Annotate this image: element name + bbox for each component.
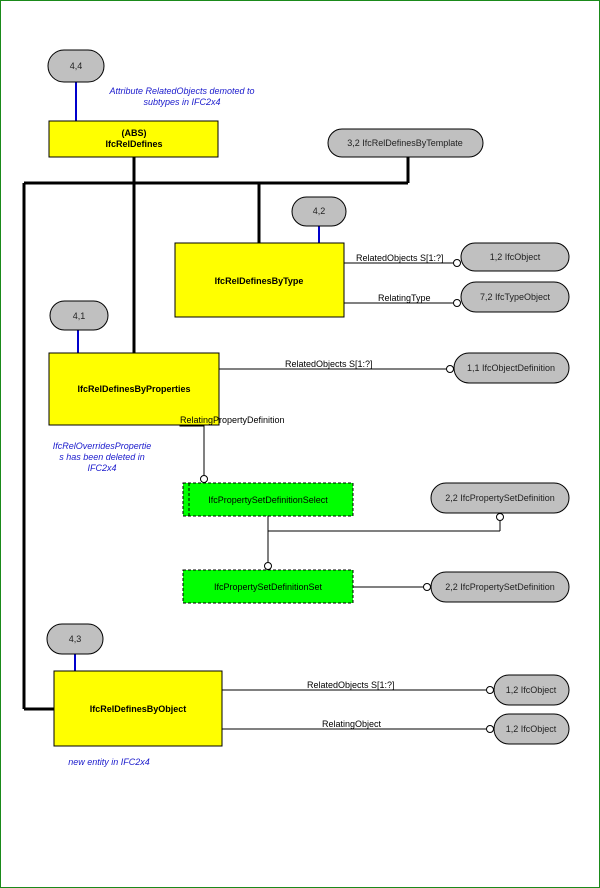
- entity-rel-defines-abs: (ABS): [122, 128, 147, 138]
- note-overrides-line1: IfcRelOverridesPropertie: [53, 441, 152, 451]
- attr-obj-relating: RelatingObject: [322, 719, 382, 729]
- attr-props-related: RelatedObjects S[1:?]: [285, 359, 373, 369]
- entity-rel-defines[interactable]: (ABS) IfcRelDefines: [48, 120, 219, 158]
- entity-rel-defines-name: IfcRelDefines: [105, 139, 162, 149]
- entity-select-name: IfcPropertySetDefinitionSelect: [208, 495, 328, 505]
- attr-obj-related: RelatedObjects S[1:?]: [307, 680, 395, 690]
- page-ref-by-object[interactable]: 4,3: [46, 623, 104, 655]
- rel-type-related-objects: RelatedObjects S[1:?]: [344, 253, 461, 267]
- note-new-entity: new entity in IFC2x4: [68, 757, 150, 767]
- inheritance-lines: [22, 157, 410, 711]
- entity-by-type[interactable]: IfcRelDefinesByType: [174, 242, 345, 318]
- ref-type-related[interactable]: 1,2 IfcObject: [460, 242, 570, 272]
- select-branch-lines: [264, 513, 504, 570]
- ref-by-template-label: 3,2 IfcRelDefinesByTemplate: [347, 138, 463, 148]
- ref-type-related-label: 1,2 IfcObject: [490, 252, 541, 262]
- ref-select-target[interactable]: 2,2 IfcPropertySetDefinition: [430, 482, 570, 514]
- ref-set-target[interactable]: 2,2 IfcPropertySetDefinition: [430, 571, 570, 603]
- entity-set-name: IfcPropertySetDefinitionSet: [214, 582, 323, 592]
- ref-obj-relating-label: 1,2 IfcObject: [506, 724, 557, 734]
- ref-obj-related[interactable]: 1,2 IfcObject: [493, 674, 570, 706]
- entity-by-properties[interactable]: IfcRelDefinesByProperties: [48, 352, 220, 426]
- page-ref-by-properties[interactable]: 4,1: [49, 300, 109, 331]
- rel-obj-relating-object: RelatingObject: [222, 719, 494, 733]
- page-ref-top-label: 4,4: [70, 61, 83, 71]
- entity-by-properties-name: IfcRelDefinesByProperties: [77, 384, 190, 394]
- ref-type-relating[interactable]: 7,2 IfcTypeObject: [460, 281, 570, 313]
- entity-by-object-name: IfcRelDefinesByObject: [90, 704, 187, 714]
- page-ref-by-type-label: 4,2: [313, 206, 326, 216]
- rel-type-relating-type: RelatingType: [344, 293, 461, 307]
- page-ref-connectors: [74, 82, 320, 671]
- note-demoted-line2: subtypes in IFC2x4: [143, 97, 220, 107]
- ref-by-template[interactable]: 3,2 IfcRelDefinesByTemplate: [327, 128, 484, 158]
- ref-obj-related-label: 1,2 IfcObject: [506, 685, 557, 695]
- page-ref-by-type[interactable]: 4,2: [291, 196, 347, 227]
- note-overrides-line3: IFC2x4: [87, 463, 116, 473]
- ref-props-related[interactable]: 1,1 IfcObjectDefinition: [453, 352, 570, 384]
- note-demoted-line1: Attribute RelatedObjects demoted to: [108, 86, 254, 96]
- page-ref-by-properties-label: 4,1: [73, 311, 86, 321]
- ref-obj-relating[interactable]: 1,2 IfcObject: [493, 713, 570, 745]
- attr-props-relating: RelatingPropertyDefinition: [180, 415, 285, 425]
- entity-set[interactable]: IfcPropertySetDefinitionSet: [182, 569, 354, 604]
- entity-by-type-name: IfcRelDefinesByType: [215, 276, 304, 286]
- rel-props-related-objects: RelatedObjects S[1:?]: [219, 359, 454, 373]
- ref-props-related-label: 1,1 IfcObjectDefinition: [467, 363, 555, 373]
- ref-type-relating-label: 7,2 IfcTypeObject: [480, 292, 551, 302]
- note-overrides-line2: s has been deleted in: [59, 452, 145, 462]
- rel-set-target: [353, 583, 431, 591]
- page-ref-top[interactable]: 4,4: [47, 49, 105, 83]
- rel-obj-related-objects: RelatedObjects S[1:?]: [222, 680, 494, 694]
- entity-by-object[interactable]: IfcRelDefinesByObject: [53, 670, 223, 747]
- entity-select[interactable]: IfcPropertySetDefinitionSelect: [182, 482, 354, 517]
- attr-type-related: RelatedObjects S[1:?]: [356, 253, 444, 263]
- page-ref-by-object-label: 4,3: [69, 634, 82, 644]
- ref-set-target-label: 2,2 IfcPropertySetDefinition: [445, 582, 555, 592]
- ref-select-target-label: 2,2 IfcPropertySetDefinition: [445, 493, 555, 503]
- attr-type-relating: RelatingType: [378, 293, 431, 303]
